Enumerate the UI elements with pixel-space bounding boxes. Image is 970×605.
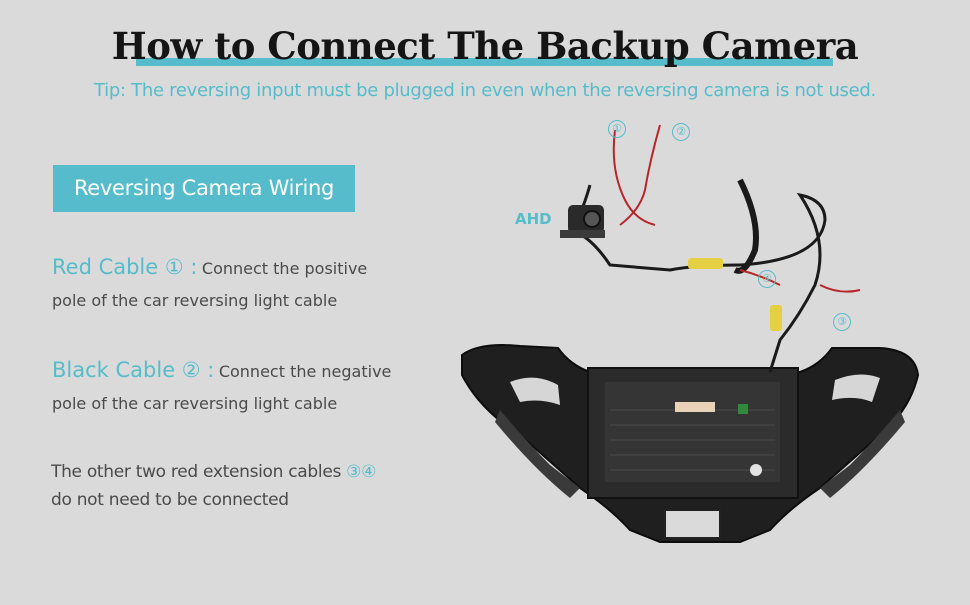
main-cable xyxy=(739,192,827,373)
yellow-rca-2 xyxy=(770,305,782,331)
wiring-diagram: AHD ① ② ③ ④ xyxy=(440,110,970,600)
left-vent-cutout xyxy=(510,377,560,405)
lower-cutout xyxy=(664,509,721,539)
connector-plug xyxy=(675,402,715,412)
red-cable-text-line2: pole of the car reversing light cable xyxy=(52,291,338,310)
extension-cables-note: The other two red extension cables ③④ do… xyxy=(51,458,376,514)
red-wire-2 xyxy=(619,124,661,226)
black-cable-description: Black Cable ② : Connect the negative pol… xyxy=(52,355,422,419)
right-vent-cutout xyxy=(832,374,880,402)
section-heading: Reversing Camera Wiring xyxy=(53,165,355,212)
black-cable-title: Black Cable ② : xyxy=(52,358,215,382)
marker-4: ④ xyxy=(758,270,776,288)
camera-lens xyxy=(583,210,601,228)
black-cable-text-line1: Connect the negative xyxy=(218,362,392,381)
marker-3: ③ xyxy=(833,313,851,331)
red-cable-description: Red Cable ① : Connect the positive pole … xyxy=(52,252,422,316)
page-title: How to Connect The Backup Camera xyxy=(111,24,859,68)
marker-2: ② xyxy=(672,123,690,141)
tip-text: Tip: The reversing input must be plugged… xyxy=(94,80,876,101)
red-cable-text-line1: Connect the positive xyxy=(201,259,368,278)
left-trim xyxy=(495,410,580,498)
head-unit-panel xyxy=(605,382,780,482)
note-line1-text: The other two red extension cables xyxy=(51,462,342,482)
red-extension-3 xyxy=(819,284,861,293)
wiring-illustration xyxy=(461,124,920,543)
marker-1: ① xyxy=(608,120,626,138)
camera-mount xyxy=(560,230,605,238)
antenna-port xyxy=(750,464,762,476)
title-wrap: How to Connect The Backup Camera xyxy=(0,22,970,70)
title-underline xyxy=(136,58,833,66)
coiled-cable xyxy=(733,178,759,274)
red-cable-title: Red Cable ① : xyxy=(52,255,198,279)
yellow-rca-1 xyxy=(688,258,723,269)
note-line2: do not need to be connected xyxy=(51,490,289,510)
right-trim xyxy=(820,410,905,498)
red-wire-1 xyxy=(612,129,656,226)
black-cable-text-line2: pole of the car reversing light cable xyxy=(52,394,338,413)
green-connector xyxy=(738,404,748,414)
note-line1-markers: ③④ xyxy=(346,462,377,482)
camera-label: AHD xyxy=(515,210,552,228)
